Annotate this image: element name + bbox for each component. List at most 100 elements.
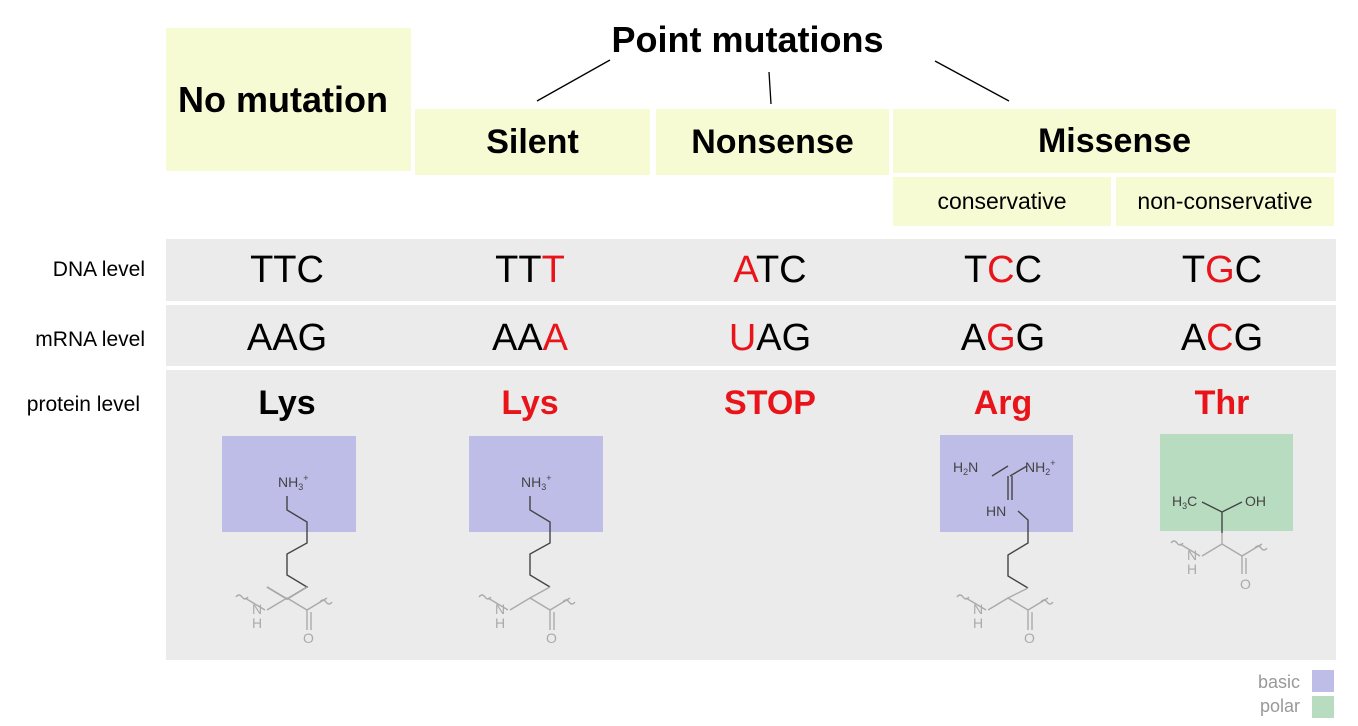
amino-acid-label: STOP — [724, 384, 816, 422]
lys1-n-label: N — [252, 601, 262, 617]
non-conservative-mrna-cell: ACG — [1112, 316, 1332, 360]
mutated-base: U — [728, 317, 757, 359]
protein-row-band — [166, 370, 1336, 660]
arg-h2n-label: H2N — [953, 459, 978, 477]
mrna-level-label: mRNA level — [35, 328, 145, 351]
point-mutations-label: Point mutations — [611, 19, 884, 60]
lys-backbone-2 — [478, 586, 576, 630]
base-segment: T — [1181, 249, 1206, 291]
nonsense-label: Nonsense — [691, 122, 854, 161]
base-segment: C — [1234, 249, 1263, 291]
amino-acid-label: Lys — [258, 384, 316, 422]
arg-n-label: N — [973, 601, 983, 617]
amino-acid-label: Arg — [973, 384, 1033, 422]
mutated-base: C — [1206, 317, 1234, 359]
legend-basic-label: basic — [1257, 672, 1300, 692]
silent-mrna-cell: AAA — [420, 316, 640, 360]
missense-header: Missense — [893, 109, 1336, 173]
base-segment: C — [1014, 249, 1043, 291]
arg-nh2-label: NH2+ — [1025, 458, 1056, 477]
silent-protein-cell: Lys — [420, 383, 640, 423]
base-segment: A — [1180, 317, 1207, 359]
lys-bonds-1 — [266, 496, 309, 600]
thr-bonds — [1201, 501, 1243, 533]
lys1-o-label: O — [303, 630, 314, 646]
no-mutation-dna-cell: TTC — [177, 248, 397, 292]
no-mutation-protein-cell: Lys — [177, 383, 397, 423]
dna-row-band — [166, 239, 1336, 301]
amino-acid-label: Thr — [1194, 384, 1250, 422]
legend-polar-label: polar — [1259, 696, 1300, 716]
dna-level-label: DNA level — [52, 258, 145, 281]
lys2-nh3-label: NH3+ — [521, 473, 552, 492]
non-conservative-label: non-conservative — [1137, 188, 1313, 214]
thr-h-label: H — [1187, 561, 1197, 577]
thr-oh-label: OH — [1245, 493, 1266, 509]
thr-h3c-label: H3C — [1172, 493, 1197, 511]
lys-bonds-2 — [529, 496, 551, 588]
conservative-header: conservative — [893, 177, 1111, 226]
amino-acid-label: Lys — [501, 384, 559, 422]
lys1-h-label: H — [252, 615, 262, 631]
arg-o-label: O — [1024, 630, 1035, 646]
no-mutation-header: No mutation — [166, 28, 411, 171]
base-segment: AA — [491, 317, 543, 359]
thr-backbone — [1170, 533, 1268, 574]
base-segment: G — [1233, 317, 1264, 359]
lys2-n-label: N — [495, 601, 505, 617]
arg-backbone — [956, 587, 1054, 630]
mutated-base: C — [987, 249, 1015, 291]
protein-level-label: protein level — [26, 393, 140, 416]
tree-connector-lines — [536, 59, 1010, 105]
chem-text: NH3+ N H O NH3+ N H O H2N NH2+ HN N H O … — [252, 458, 1266, 646]
non-conservative-protein-cell: Thr — [1112, 383, 1332, 423]
legend-basic-swatch — [1312, 670, 1334, 692]
mutated-base: T — [541, 249, 565, 291]
silent-dna-cell: TTT — [420, 248, 640, 292]
nonsense-dna-cell: ATC — [660, 248, 880, 292]
base-segment: AAG — [246, 317, 328, 359]
arg-h-label: H — [973, 615, 983, 631]
nonsense-header: Nonsense — [656, 109, 889, 175]
conservative-dna-cell: TCC — [893, 248, 1113, 292]
conservative-mrna-cell: AGG — [893, 316, 1113, 360]
lys-structure-no-mutation — [222, 436, 356, 532]
lys1-nh3-label: NH3+ — [278, 473, 309, 492]
silent-header: Silent — [415, 109, 650, 175]
arg-bonds — [991, 465, 1029, 589]
legend-polar-swatch — [1312, 696, 1334, 718]
mutated-base: A — [542, 317, 569, 359]
base-segment: T — [963, 249, 988, 291]
thr-n-label: N — [1187, 547, 1197, 563]
base-segment: TTC — [250, 249, 324, 291]
lys-backbone-1 — [235, 594, 333, 630]
mutated-base: G — [986, 317, 1016, 359]
lys-structure-silent — [469, 436, 603, 532]
non-conservative-dna-cell: TGC — [1112, 248, 1332, 292]
conservative-label: conservative — [937, 188, 1067, 214]
lys2-o-label: O — [546, 630, 557, 646]
arg-hn-label: HN — [986, 503, 1006, 519]
missense-label: Missense — [1037, 121, 1192, 160]
line-to-nonsense — [768, 71, 772, 105]
line-to-missense — [934, 60, 1010, 102]
base-segment: G — [1015, 317, 1046, 359]
base-segment: AG — [756, 317, 812, 359]
base-segment: A — [960, 317, 987, 359]
no-mutation-label: No mutation — [178, 78, 388, 120]
mutated-base: A — [733, 249, 756, 291]
mutated-base: G — [1205, 249, 1235, 291]
base-segment: TT — [495, 249, 542, 291]
lys2-h-label: H — [495, 615, 505, 631]
thr-o-label: O — [1240, 576, 1251, 592]
line-to-silent — [536, 59, 611, 102]
arg-structure — [940, 435, 1073, 532]
mrna-row-band — [166, 305, 1336, 366]
nonsense-mrna-cell: UAG — [660, 316, 880, 360]
conservative-protein-cell: Arg — [893, 383, 1113, 423]
point-mutations-title: Point mutations — [560, 18, 935, 62]
thr-structure — [1160, 434, 1293, 531]
silent-label: Silent — [486, 122, 579, 161]
non-conservative-header: non-conservative — [1116, 177, 1334, 226]
